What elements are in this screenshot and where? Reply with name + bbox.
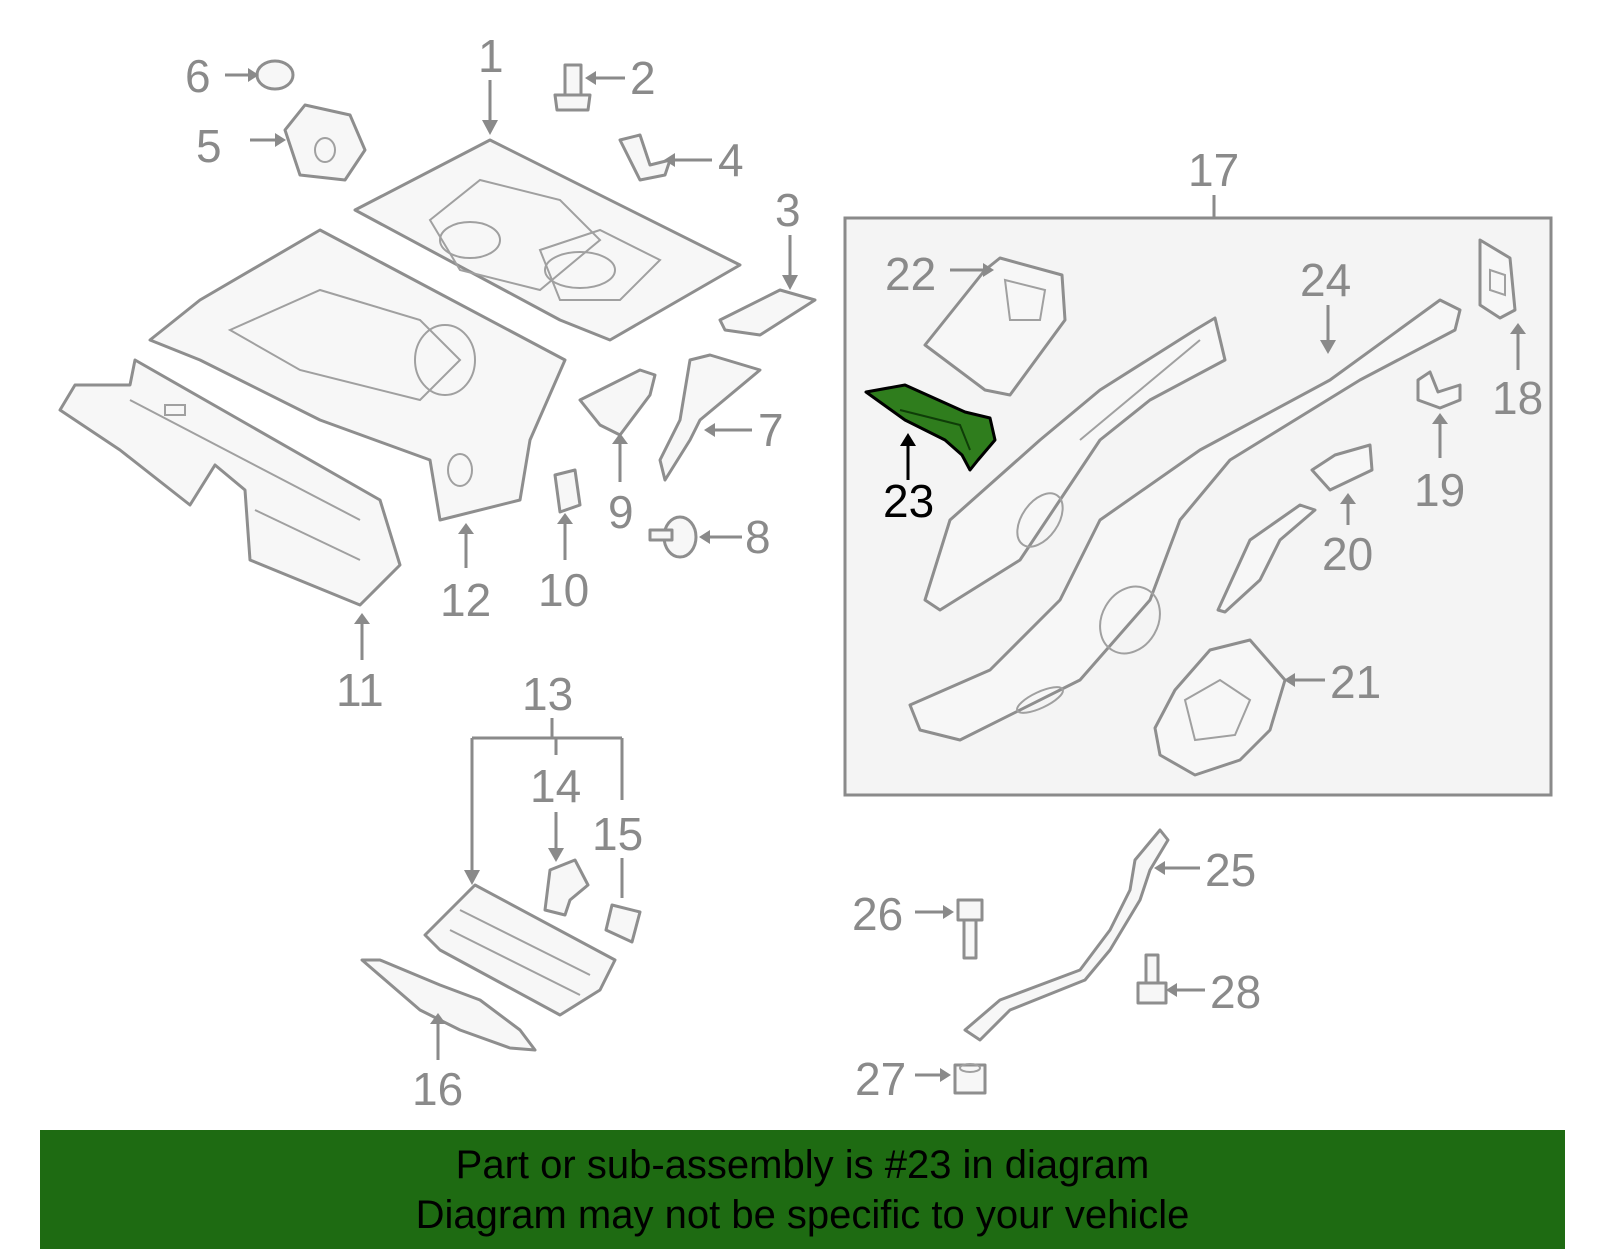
callout-3: 3 [775, 184, 801, 236]
part-26-bolt[interactable] [956, 898, 984, 960]
part-inner-rail[interactable] [923, 316, 1227, 612]
part-19-clip[interactable] [1416, 370, 1462, 410]
callout-23: 23 [883, 475, 934, 527]
part-24-rail[interactable] [908, 298, 1462, 742]
callout-24: 24 [1300, 254, 1351, 306]
part-15-patch[interactable] [604, 903, 642, 944]
callout-2: 2 [630, 52, 656, 104]
part-12-floor-pan[interactable] [148, 228, 567, 522]
callout-17: 17 [1188, 144, 1239, 196]
part-28-bolt[interactable] [1136, 953, 1168, 1005]
group-13-bracket [464, 718, 624, 885]
callout-16: 16 [412, 1063, 463, 1115]
part-13-floor-reinforcement[interactable] [423, 883, 617, 1017]
callout-5: 5 [196, 120, 222, 172]
part-27-nut[interactable] [953, 1063, 987, 1095]
callout-10: 10 [538, 564, 589, 616]
part-25-bracket[interactable] [963, 828, 1170, 1042]
callout-20: 20 [1322, 528, 1373, 580]
callout-4: 4 [718, 134, 744, 186]
callout-6: 6 [185, 50, 211, 102]
callout-15: 15 [592, 808, 643, 860]
part-14-bracket[interactable] [543, 858, 590, 917]
part-23-highlighted[interactable] [864, 383, 997, 472]
callout-28: 28 [1210, 966, 1261, 1018]
callout-18: 18 [1492, 372, 1543, 424]
part-11-crossmember[interactable] [58, 358, 402, 607]
part-4-clip[interactable] [618, 133, 672, 182]
callout-1: 1 [478, 30, 504, 82]
part-21-housing[interactable] [1153, 638, 1287, 777]
part-23-shape[interactable] [864, 383, 997, 472]
callout-12: 12 [440, 574, 491, 626]
part-5-plate[interactable] [283, 103, 367, 182]
callout-21: 21 [1330, 656, 1381, 708]
callout-9: 9 [608, 486, 634, 538]
callout-14: 14 [530, 760, 581, 812]
callout-13: 13 [522, 668, 573, 720]
part-8-grommet[interactable] [648, 515, 698, 559]
part-3-bracket[interactable] [718, 288, 817, 337]
banner-line-1: Part or sub-assembly is #23 in diagram [455, 1142, 1150, 1187]
info-banner: Part or sub-assembly is #23 in diagram D… [40, 1130, 1565, 1249]
part-small-brace[interactable] [1216, 503, 1317, 614]
part-2-bolt[interactable] [553, 63, 592, 112]
part-18-plate[interactable] [1478, 238, 1517, 320]
callout-27: 27 [855, 1053, 906, 1105]
callout-26: 26 [852, 888, 903, 940]
callout-8: 8 [745, 511, 771, 563]
callout-7: 7 [758, 404, 784, 456]
callout-11: 11 [336, 664, 384, 716]
part-20-cap[interactable] [1310, 443, 1374, 492]
callout-19: 19 [1414, 464, 1465, 516]
part-6-plug[interactable] [255, 59, 295, 91]
callout-22: 22 [885, 248, 936, 300]
banner-line-2: Diagram may not be specific to your vehi… [415, 1192, 1190, 1237]
part-9-gusset[interactable] [578, 368, 657, 437]
part-1-rear-floor-pan[interactable] [353, 138, 742, 342]
callout-25: 25 [1205, 844, 1256, 896]
part-7-brace[interactable] [658, 353, 762, 482]
part-10-small-bracket[interactable] [553, 468, 582, 514]
